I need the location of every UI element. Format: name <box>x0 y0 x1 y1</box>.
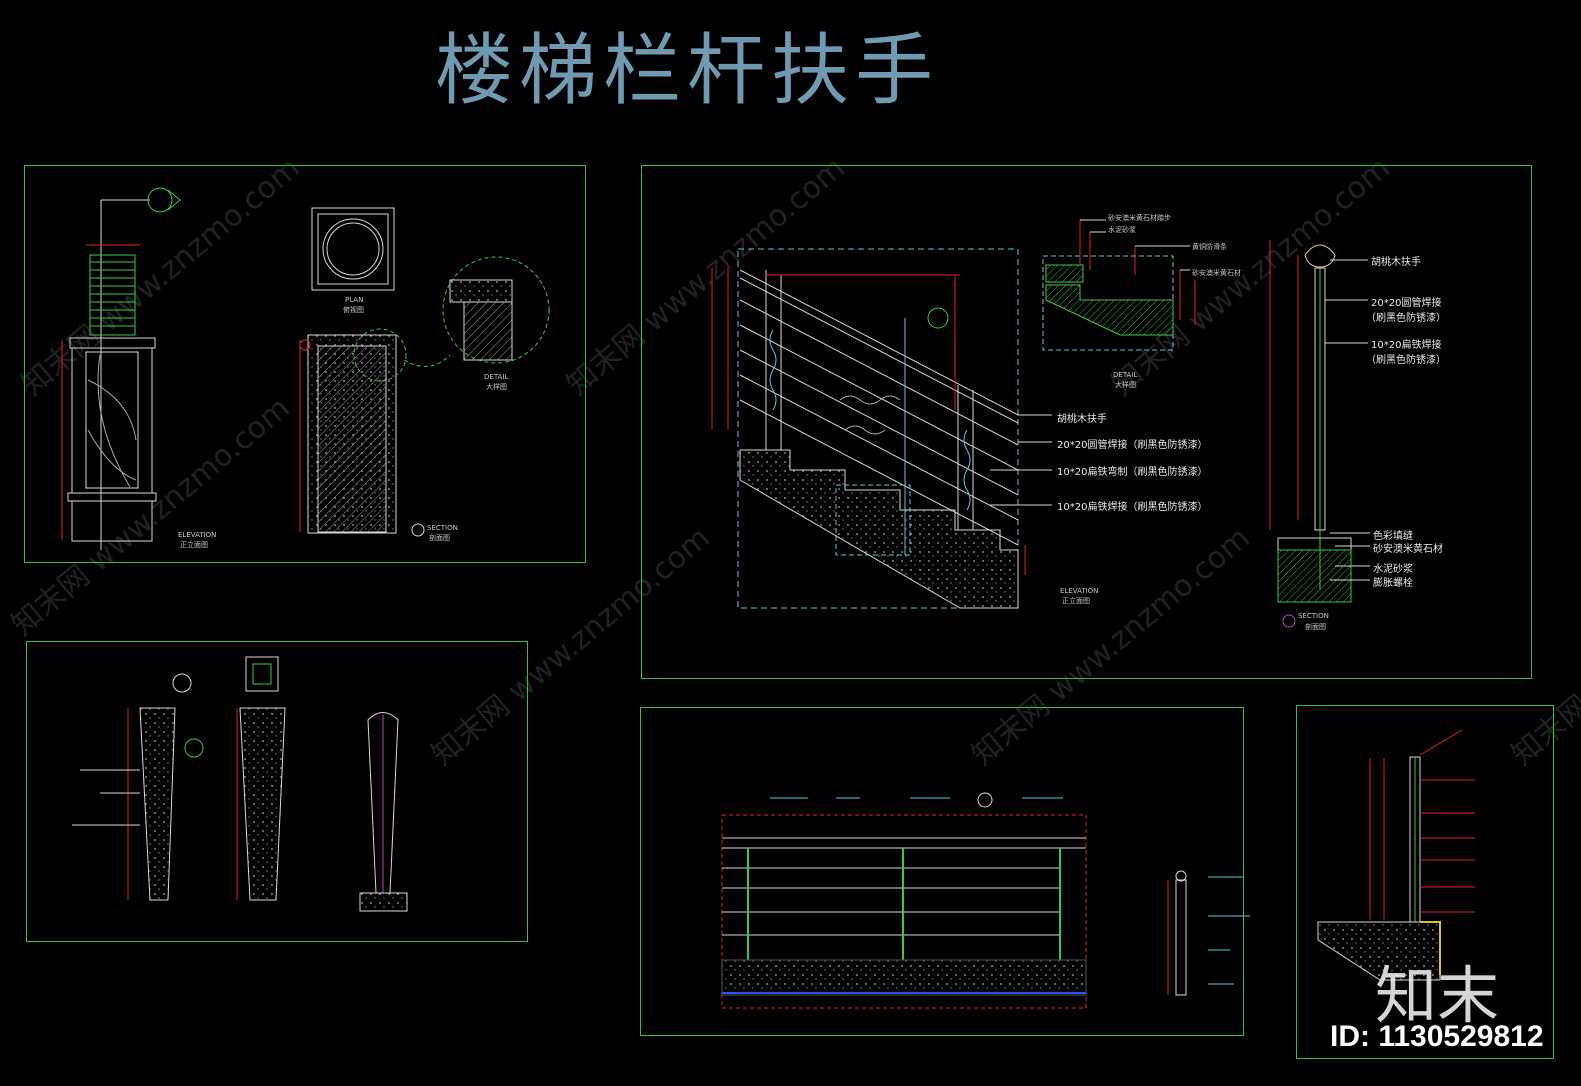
section-note: 色彩填缝 <box>1373 531 1413 542</box>
elevation-note: 20*20圆管焊接（刷黑色防锈漆） <box>1057 440 1208 451</box>
edge-section-drawing <box>1317 729 1475 981</box>
stair-detail-caption: DETAIL <box>1113 371 1138 379</box>
detail-subcaption: 大样图 <box>486 383 507 391</box>
section-subcaption: 剖面图 <box>429 534 450 542</box>
panel-baluster <box>26 641 528 942</box>
section-note: （刷黑色防锈漆） <box>1366 355 1446 366</box>
detail-note: 砂安澳米黄石材 <box>1192 269 1241 277</box>
stair-elevation-subcaption: 正立面图 <box>1062 597 1090 605</box>
newel-post-elevation <box>61 187 181 550</box>
elevation-leaders <box>990 414 1052 506</box>
detail-note: 水泥砂浆 <box>1108 226 1136 234</box>
drawing-title: 楼梯栏杆扶手 <box>435 26 940 116</box>
plan-caption: PLAN <box>345 296 364 304</box>
panel-stair-railing <box>641 165 1532 679</box>
stair-detail-subcaption: 大样图 <box>1115 381 1136 389</box>
elevation-note: 10*20扁铁弯制（刷黑色防锈漆） <box>1057 467 1208 478</box>
section-note: 10*20扁铁焊接 <box>1371 340 1442 351</box>
id-label: ID: 1130529812 <box>1330 1020 1544 1053</box>
detail-caption: DETAIL <box>484 373 509 381</box>
panel-edge-section <box>1296 705 1554 1059</box>
section-caption: SECTION <box>427 524 458 532</box>
railing-section <box>1269 240 1370 628</box>
elevation-note: 胡桃木扶手 <box>1057 414 1107 425</box>
section-note: （刷黑色防锈漆） <box>1366 313 1446 324</box>
detail-note: 黄铜防滑条 <box>1192 243 1227 251</box>
section-note: 20*20圆管焊接 <box>1371 298 1442 309</box>
stair-detail <box>1042 219 1196 351</box>
railing-section-caption: SECTION <box>1298 612 1329 620</box>
panel-glass-railing <box>640 707 1244 1036</box>
section-note: 膨胀螺栓 <box>1373 578 1413 589</box>
glass-railing-elevation <box>721 792 1250 1009</box>
logo: 知末 <box>1375 959 1500 1032</box>
elevation-subcaption: 正立面图 <box>180 541 208 549</box>
section-note: 砂安澳米黄石材 <box>1373 544 1443 555</box>
stair-elevation <box>711 248 1026 609</box>
baluster-drawings <box>72 656 408 912</box>
section-note: 水泥砂浆 <box>1373 564 1413 575</box>
plan-subcaption: 俯视图 <box>343 306 364 314</box>
stair-elevation-caption: ELEVATION <box>1060 587 1099 595</box>
railing-section-subcaption: 剖面图 <box>1305 623 1326 631</box>
section-note: 胡桃木扶手 <box>1371 257 1421 268</box>
newel-section <box>299 256 550 537</box>
newel-plan <box>311 207 395 291</box>
detail-note: 砂安澳米黄石材踏步 <box>1108 214 1171 222</box>
panel-newel-post <box>24 165 586 563</box>
elevation-caption: ELEVATION <box>178 531 217 539</box>
elevation-note: 10*20扁铁焊接（刷黑色防锈漆） <box>1057 502 1208 513</box>
